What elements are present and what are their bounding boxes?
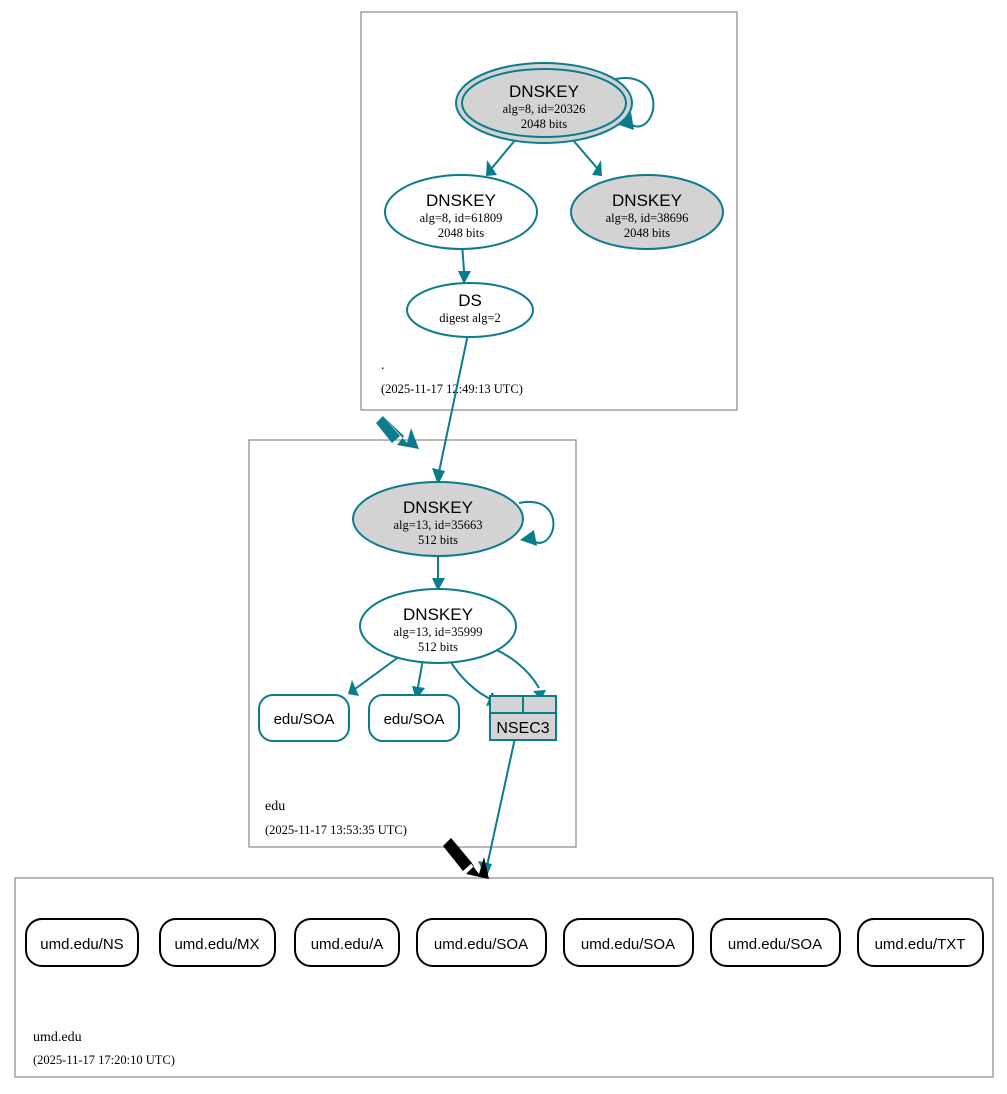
edge-edu-to-umd-edu-delegation — [443, 838, 489, 879]
node-outline — [384, 174, 538, 250]
zone-root-timestamp: (2025-11-17 12:49:13 UTC) — [381, 382, 523, 396]
edge-edu-zsk-to-soa-1 — [348, 655, 401, 696]
node-dnskey-root-61809[interactable]: DNSKEY alg=8, id=61809 2048 bits — [384, 174, 538, 250]
node-outline — [570, 174, 724, 250]
edge-root-to-edu-delegation — [376, 416, 419, 449]
node-label: umd.edu/NS — [40, 936, 123, 953]
node-outline — [416, 918, 547, 967]
node-rrset-umd-ns[interactable]: umd.edu/NS — [25, 918, 139, 967]
node-params: alg=13, id=35663 — [393, 518, 482, 532]
zone-umd-edu-timestamp: (2025-11-17 17:20:10 UTC) — [33, 1053, 175, 1067]
node-rrset-umd-txt[interactable]: umd.edu/TXT — [857, 918, 984, 967]
node-ds-root[interactable]: DS digest alg=2 — [406, 282, 534, 338]
node-label: NSEC3 — [496, 720, 549, 737]
node-outline — [406, 282, 534, 338]
node-dnskey-root-38696[interactable]: DNSKEY alg=8, id=38696 2048 bits — [570, 174, 724, 250]
zone-edu-timestamp: (2025-11-17 13:53:35 UTC) — [265, 823, 407, 837]
node-outline — [710, 918, 841, 967]
node-params: alg=8, id=20326 — [503, 102, 586, 116]
edge-root-ksk-self-sign — [611, 77, 655, 130]
node-label: umd.edu/SOA — [581, 936, 675, 953]
node-dnskey-edu-35999[interactable]: DNSKEY alg=13, id=35999 512 bits — [359, 588, 517, 664]
node-label: umd.edu/MX — [174, 936, 259, 953]
node-outline — [563, 918, 694, 967]
node-dnskey-root-20326[interactable]: DNSKEY alg=8, id=20326 2048 bits — [455, 62, 633, 144]
zone-umd-edu[interactable]: umd.edu (2025-11-17 17:20:10 UTC) — [14, 877, 994, 1078]
edge-ds-to-edu-dnskey — [432, 333, 469, 485]
node-outline — [352, 481, 524, 557]
node-keysize: 512 bits — [418, 533, 458, 547]
node-keysize: 2048 bits — [521, 117, 567, 131]
node-outline — [359, 588, 517, 664]
node-params: alg=13, id=35999 — [393, 625, 482, 639]
node-keysize: 2048 bits — [438, 226, 484, 240]
node-title: DNSKEY — [403, 498, 473, 517]
node-outline — [857, 918, 984, 967]
node-rrset-umd-soa-3[interactable]: umd.edu/SOA — [710, 918, 841, 967]
node-keysize: 512 bits — [418, 640, 458, 654]
node-outline — [159, 918, 276, 967]
node-label: edu/SOA — [274, 711, 335, 728]
node-rrset-umd-soa-2[interactable]: umd.edu/SOA — [563, 918, 694, 967]
node-params: digest alg=2 — [439, 311, 501, 325]
node-label: umd.edu/A — [311, 936, 384, 953]
node-title: DS — [458, 291, 482, 310]
node-label: umd.edu/SOA — [728, 936, 822, 953]
edge-root-ksk-to-ksk-38696 — [571, 138, 602, 176]
node-dnskey-edu-35663[interactable]: DNSKEY alg=13, id=35663 512 bits — [352, 481, 524, 557]
node-params: alg=8, id=38696 — [606, 211, 689, 225]
zone-edu-label: edu — [265, 799, 285, 814]
node-rrset-edu-soa-1[interactable]: edu/SOA — [258, 694, 350, 742]
node-nsec3-edu[interactable]: NSEC3 — [489, 695, 557, 741]
node-title: DNSKEY — [403, 605, 473, 624]
zone-umd-edu-label: umd.edu — [33, 1030, 82, 1045]
node-outline-inner-sep — [461, 68, 627, 138]
node-title: DNSKEY — [509, 82, 579, 101]
node-outline — [258, 694, 350, 742]
node-title: DNSKEY — [612, 191, 682, 210]
node-rrset-umd-a[interactable]: umd.edu/A — [294, 918, 400, 967]
node-title: DNSKEY — [426, 191, 496, 210]
zone-umd-edu-border — [14, 877, 994, 1078]
node-rrset-umd-soa-1[interactable]: umd.edu/SOA — [416, 918, 547, 967]
node-outline — [368, 694, 460, 742]
node-keysize: 2048 bits — [624, 226, 670, 240]
node-label: umd.edu/TXT — [875, 936, 966, 953]
nsec3-body-cell — [489, 712, 557, 741]
node-outline — [294, 918, 400, 967]
nsec3-header-cell-left — [489, 695, 524, 714]
node-label: umd.edu/SOA — [434, 936, 528, 953]
edge-edu-ksk-self-sign — [518, 500, 555, 546]
node-rrset-umd-mx[interactable]: umd.edu/MX — [159, 918, 276, 967]
nsec3-header-cell-right — [522, 695, 557, 714]
edge-root-ksk-to-zsk-61809 — [486, 138, 517, 176]
node-label: edu/SOA — [384, 711, 445, 728]
node-outline — [25, 918, 139, 967]
zone-root-label: . — [381, 358, 385, 373]
node-rrset-edu-soa-2[interactable]: edu/SOA — [368, 694, 460, 742]
node-params: alg=8, id=61809 — [420, 211, 503, 225]
